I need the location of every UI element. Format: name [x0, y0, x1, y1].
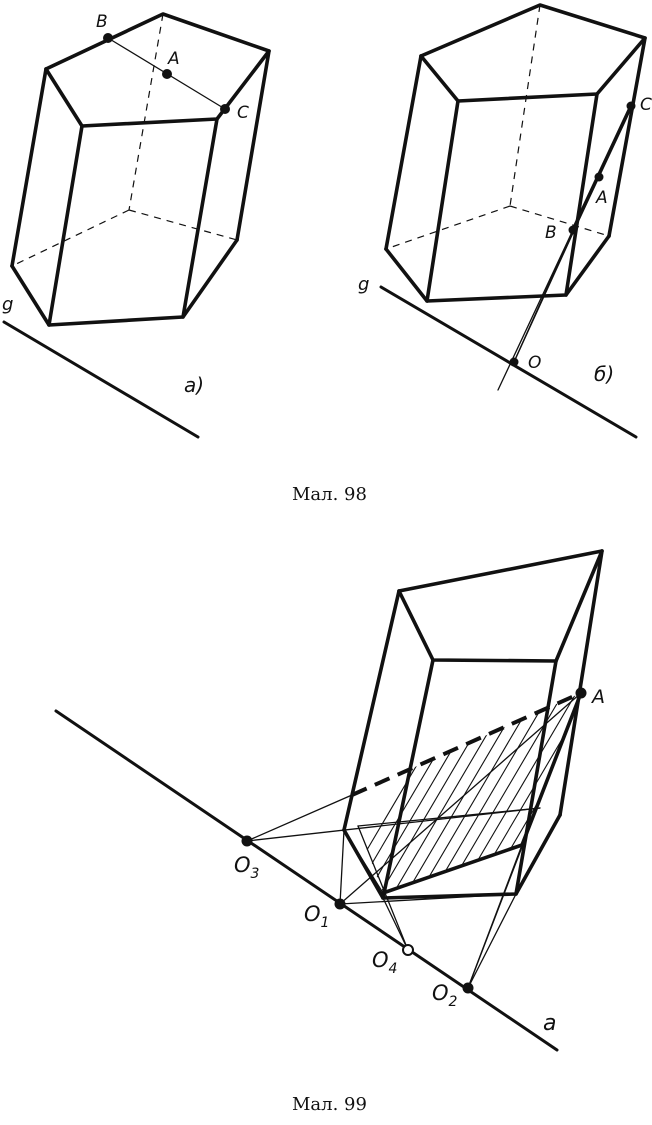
- label-c: C: [640, 95, 652, 115]
- point-o4: [402, 944, 414, 956]
- section-hatching: [352, 693, 581, 893]
- label-a: A: [595, 188, 608, 208]
- caption-99: Мал. 99: [292, 1094, 367, 1115]
- point-c: [220, 104, 230, 114]
- label-a: A: [167, 49, 180, 69]
- point-a: [594, 172, 604, 182]
- point-c: [626, 101, 636, 111]
- line-g-label: g: [2, 294, 13, 315]
- caption-98: Мал. 98: [292, 484, 367, 505]
- point-b: [103, 33, 113, 43]
- label-o4: O4: [372, 948, 397, 977]
- point-o3: [241, 835, 253, 847]
- label-o3: O3: [234, 853, 259, 882]
- sublabel-a: a): [184, 373, 204, 397]
- line-a-label: a: [543, 1011, 556, 1036]
- point-o1: [334, 898, 346, 910]
- point-o2: [462, 982, 474, 994]
- label-o2: O2: [432, 981, 458, 1010]
- line-g-label: g: [358, 274, 369, 295]
- figure-99: A O3 O1 O4 O2 a: [54, 549, 605, 1052]
- label-o1: O1: [304, 902, 329, 931]
- label-o: O: [528, 353, 541, 373]
- figure-98b: C A B O g б): [358, 3, 652, 439]
- label-b: B: [96, 12, 108, 32]
- figure-98a: B A C g a): [2, 12, 271, 439]
- sublabel-b: б): [594, 362, 614, 386]
- label-c: C: [237, 103, 249, 123]
- point-a: [162, 69, 172, 79]
- point-b: [568, 225, 578, 235]
- label-b: B: [545, 223, 557, 243]
- label-a: A: [590, 686, 605, 708]
- point-a: [575, 687, 587, 699]
